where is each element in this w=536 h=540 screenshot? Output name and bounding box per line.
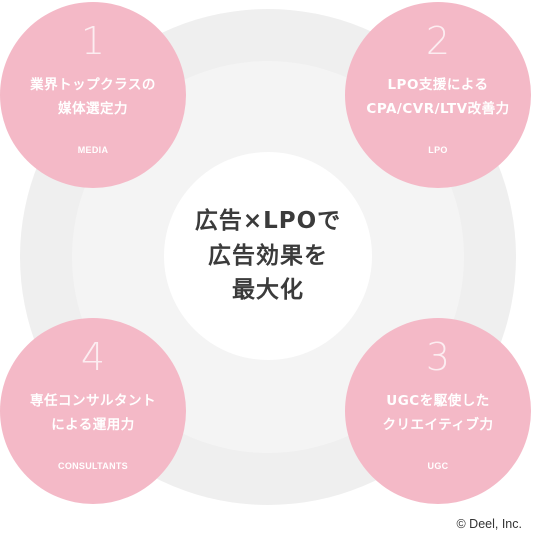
feature-circle-media: 1 業界トップクラスの 媒体選定力 MEDIA [0, 2, 186, 188]
feature-title-line-2: による運用力 [51, 416, 135, 433]
feature-number: 3 [425, 335, 451, 379]
feature-title-line-1: 専任コンサルタント [30, 393, 156, 409]
feature-title-line-2: CPA/CVR/LTV改善力 [366, 100, 510, 117]
copyright-text: © Deel, Inc. [456, 517, 523, 531]
feature-title: 業界トップクラスの 媒体選定力 [0, 74, 186, 121]
feature-circle-lpo: 2 LPO支援による CPA/CVR/LTV改善力 LPO [345, 2, 531, 188]
feature-number: 2 [425, 19, 451, 63]
feature-number: 4 [80, 335, 106, 379]
feature-title-line-1: LPO支援による [387, 77, 489, 93]
feature-title-line-2: 媒体選定力 [58, 100, 128, 117]
feature-title: UGCを駆使した クリエイティブ力 [345, 390, 531, 437]
center-text: 広告×LPOで 広告効果を 最大化 [195, 204, 341, 308]
feature-tag: UGC [427, 461, 449, 471]
feature-title-line-2: クリエイティブ力 [382, 416, 494, 433]
feature-title-line-1: UGCを駆使した [386, 393, 490, 409]
feature-tag: CONSULTANTS [58, 461, 128, 471]
feature-number: 1 [80, 19, 106, 63]
feature-title: 専任コンサルタント による運用力 [0, 390, 186, 437]
feature-tag: MEDIA [77, 145, 109, 155]
feature-title-line-1: 業界トップクラスの [30, 77, 156, 93]
center-circle: 広告×LPOで 広告効果を 最大化 [164, 152, 372, 360]
feature-circle-ugc: 3 UGCを駆使した クリエイティブ力 UGC [345, 318, 531, 504]
center-line-2: 広告効果を [208, 242, 328, 269]
feature-circle-consultants: 4 専任コンサルタント による運用力 CONSULTANTS [0, 318, 186, 504]
center-line-1: 広告×LPOで [194, 208, 342, 235]
feature-tag: LPO [428, 145, 448, 155]
center-line-3: 最大化 [232, 277, 304, 304]
feature-title: LPO支援による CPA/CVR/LTV改善力 [345, 74, 531, 121]
